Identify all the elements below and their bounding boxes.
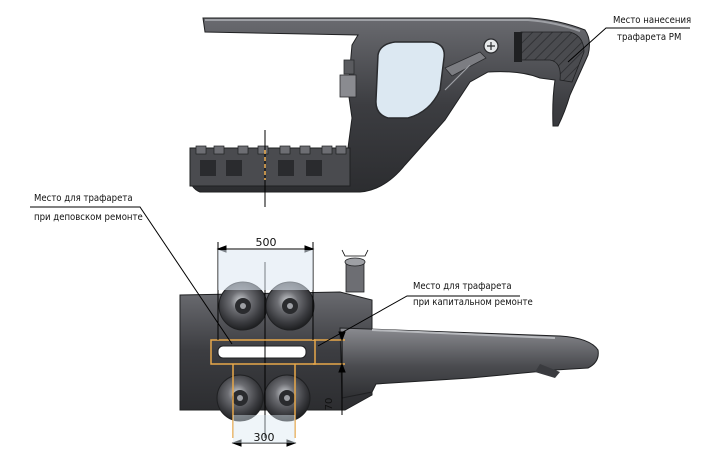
- arm-highlight: [371, 329, 556, 339]
- dimension-70: [338, 331, 346, 415]
- bolt-cross: [487, 42, 495, 50]
- depot-label-line1: Место для трафарета: [34, 193, 133, 204]
- rib-line: [444, 64, 471, 91]
- post-bracket: [341, 249, 369, 257]
- block-bolts: [195, 145, 347, 155]
- diagonal-rib: [444, 51, 487, 77]
- dimension-300-label: 300: [254, 431, 275, 444]
- depot-label-line2: при деповском ремонте: [34, 212, 143, 223]
- depot-stencil-frame: [210, 339, 316, 365]
- dimension-70-label: 70: [324, 398, 335, 411]
- bottom-long-arm: [339, 327, 599, 399]
- side-lug-upper: [343, 59, 355, 75]
- bottom-view-part: [179, 249, 599, 438]
- dimension-500-label: 500: [256, 236, 277, 249]
- top-view-part: [189, 17, 590, 207]
- post-cap: [344, 257, 366, 267]
- center-slot: [217, 345, 307, 359]
- top-edge-highlight: [205, 19, 581, 32]
- rm-stencil-area: [520, 31, 585, 83]
- capital-label-line1: Место для трафарета: [413, 281, 512, 292]
- roller-bottom-left: [216, 374, 264, 422]
- vertical-post: [345, 261, 365, 293]
- side-lug: [339, 74, 357, 98]
- block-windows: [200, 160, 322, 176]
- stencil-edge: [514, 32, 522, 62]
- capital-leader: [317, 295, 520, 347]
- rm-label-line1: Место нанесения: [613, 15, 691, 26]
- roller-top-left: [218, 281, 268, 331]
- stencil-frames: [210, 339, 345, 438]
- dimension-300: [231, 439, 297, 447]
- dimension-500-shade: [218, 250, 313, 290]
- dimension-300-shade: [233, 415, 295, 443]
- depot-leader: [30, 206, 233, 345]
- roller-bottom-right: [263, 374, 311, 422]
- arm-tip: [535, 364, 560, 378]
- top-window: [375, 41, 445, 119]
- rm-leader: [567, 27, 690, 63]
- capital-label-line2: при капитальном ремонте: [413, 297, 533, 308]
- rm-label-line2: трафарета РМ: [617, 32, 681, 43]
